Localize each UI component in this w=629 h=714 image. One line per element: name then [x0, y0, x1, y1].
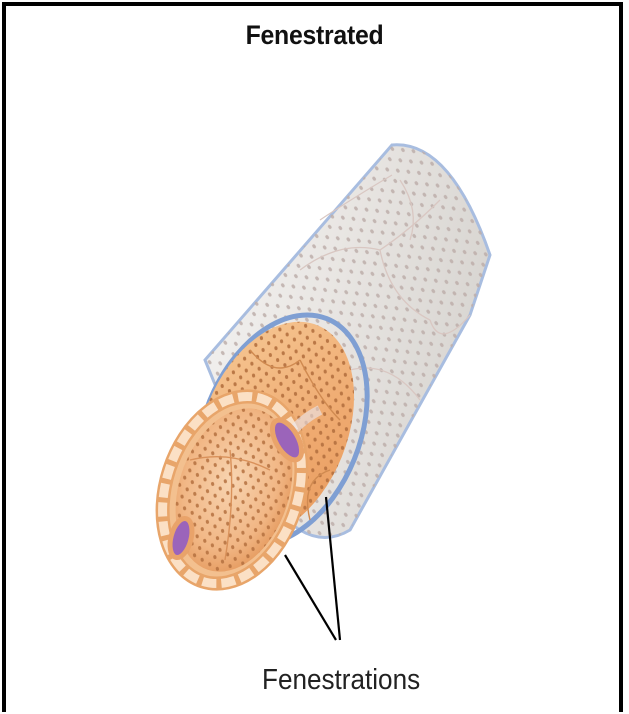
fenestrations-label: Fenestrations	[262, 664, 420, 697]
